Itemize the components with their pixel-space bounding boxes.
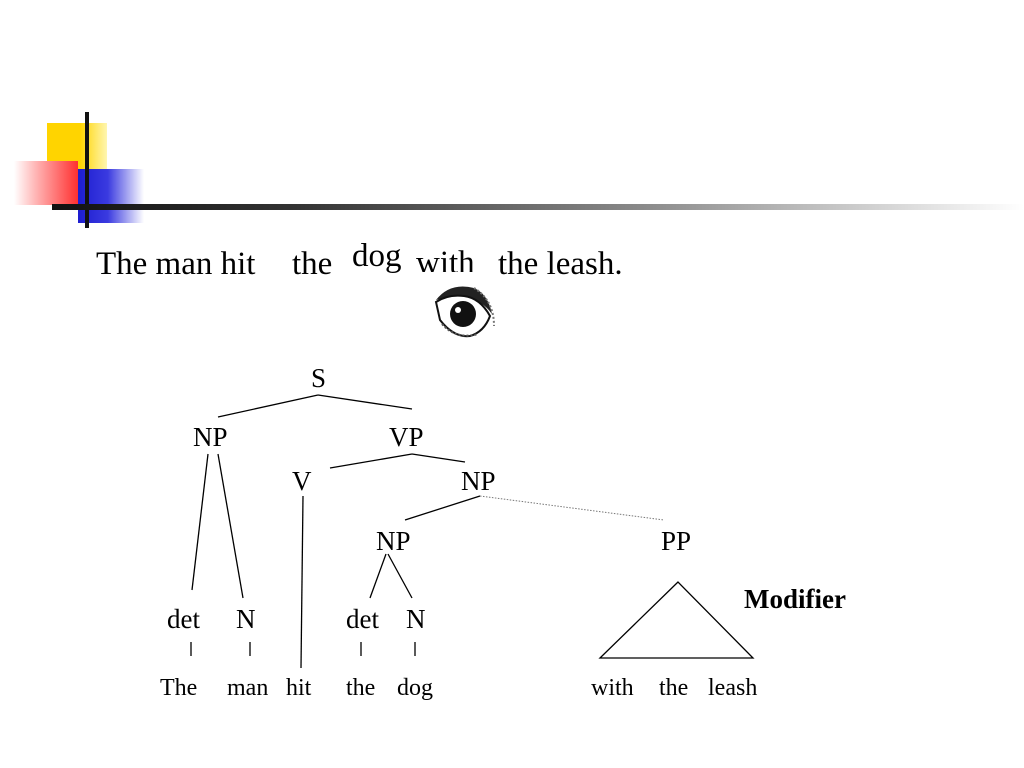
sentence-word-with: with <box>416 246 475 272</box>
node-s: S <box>311 363 327 393</box>
edge-v-hit <box>300 495 304 669</box>
leaf-dog: dog <box>397 675 433 701</box>
sentence: The man hit <box>96 244 255 284</box>
eye-icon <box>434 286 495 338</box>
edge-np-n <box>217 453 244 599</box>
edge-np-pp-dotted <box>479 495 665 521</box>
node-np-subject: NP <box>193 422 228 452</box>
sentence-part-the-man-hit: The man hit <box>96 246 256 282</box>
leaf-leash: leash <box>708 675 758 701</box>
edge-vp-v <box>329 453 413 469</box>
sentence-word-dog: dog <box>352 238 402 274</box>
edge-np-det <box>191 453 209 591</box>
leaf-hit: hit <box>286 675 312 701</box>
node-n-1: N <box>236 604 256 634</box>
node-n-2: N <box>406 604 426 634</box>
node-v: V <box>292 466 312 496</box>
leaf-the-3: the <box>659 675 689 701</box>
edge-vp-np <box>411 453 466 463</box>
leaf-man: man <box>227 675 269 701</box>
node-np-inner: NP <box>376 526 411 556</box>
edge-s-vp <box>317 394 413 410</box>
sentence-part-the-leash: the leash. <box>498 246 623 282</box>
edge-npinner-det <box>369 553 387 599</box>
sentence-word-the: the <box>292 246 333 282</box>
pp-triangle <box>598 581 755 659</box>
edge-npinner-n <box>387 553 413 599</box>
decorative-vertical-bar <box>85 112 89 228</box>
modifier-label: Modifier <box>744 584 846 614</box>
leaf-the-1: The <box>160 675 198 701</box>
node-vp: VP <box>389 422 424 452</box>
leaf-the-2: the <box>346 675 376 701</box>
decorative-blue-square <box>78 169 144 223</box>
title-underline <box>52 204 1024 210</box>
decorative-red-square <box>14 161 78 205</box>
node-det-2: det <box>346 604 379 634</box>
node-np-object: NP <box>461 466 496 496</box>
leaf-with: with <box>591 675 634 701</box>
node-pp: PP <box>661 526 692 556</box>
edge-s-np <box>217 394 319 418</box>
edge-np-npinner <box>404 495 481 521</box>
node-det-1: det <box>167 604 200 634</box>
